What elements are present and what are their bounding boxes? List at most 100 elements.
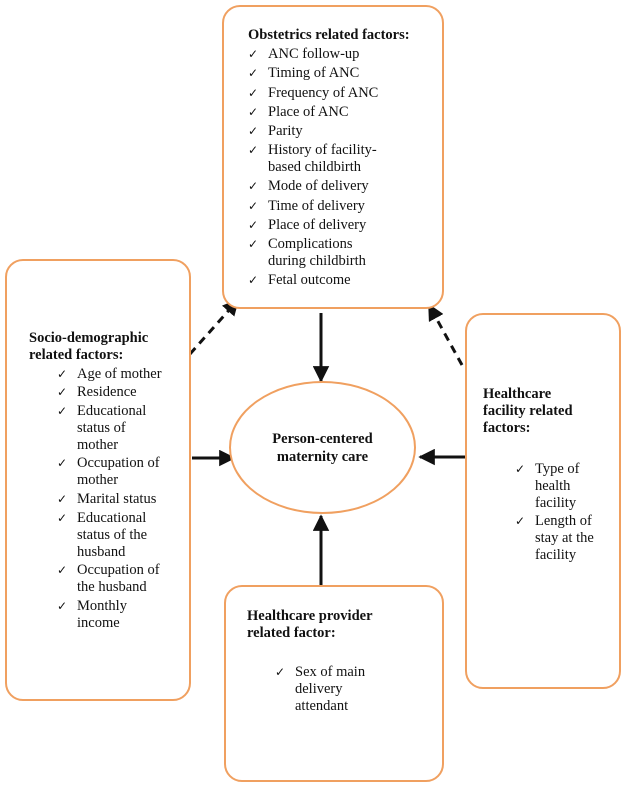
item-line: delivery [295,681,343,697]
obstetrics-title: Obstetrics related factors: [248,27,410,43]
check-mark-icon: ✓ [57,366,68,381]
check-mark-icon: ✓ [57,491,68,506]
title-line: Socio-demographic [29,330,149,346]
check-mark-icon: ✓ [248,47,259,62]
title-line: Healthcare provider [247,608,373,624]
list-item: ✓ History of facility-based childbirth [248,142,432,176]
dashed-arrow-facility-to-obstetrics [427,303,464,366]
check-mark-icon: ✓ [275,665,286,679]
item-label: Timing of ANC [268,65,360,82]
item-line: status of [77,419,126,436]
item-label: Fetal outcome [268,272,351,289]
check-mark-icon: ✓ [248,217,259,232]
check-mark-icon: ✓ [248,179,259,194]
list-item: ✓ Mode of delivery [248,178,432,195]
label-line: maternity care [276,448,369,465]
list-item: ✓Place of ANC [248,104,432,121]
check-mark-icon: ✓ [57,456,68,471]
check-mark-icon: ✓ [248,85,259,100]
check-mark-icon: ✓ [248,123,259,138]
title-line: related factor: [247,625,336,641]
item-line: income [77,614,120,631]
list-item: ✓Fetal outcome [248,272,432,289]
item-line: status of the [77,526,148,543]
item-label: Marital status [77,490,157,507]
item-line: mother [77,472,119,489]
check-mark-icon: ✓ [248,198,259,213]
item-line: Length of [535,513,592,529]
list-item: ✓ Age of mother [57,366,181,383]
item-line: attendant [295,698,349,714]
list-item: ✓ ANC follow-up [248,46,432,63]
list-item: ✓Timing of ANC [248,65,432,82]
label-line: Person-centered [272,430,373,447]
item-line: Educational [77,402,147,419]
item-label: ANC follow-up [268,46,360,63]
title-line: related factors: [29,347,124,363]
item-line: Occupation of [77,562,160,579]
title-line: factors: [483,420,531,436]
item-label: Parity [268,122,303,139]
check-mark-icon: ✓ [57,385,68,400]
obstetrics-list: ✓ANC follow-up ✓Timing of ANC ✓Frequency… [248,46,432,289]
item-line: stay at the [535,530,594,546]
item-line: husband [77,543,126,560]
item-label: Time of delivery [268,197,365,214]
list-item: ✓ Frequency of ANC [248,85,432,102]
check-mark-icon: ✓ [57,598,68,613]
list-item: ✓ Time of delivery [248,198,432,215]
item-label: History of facility-based childbirth [268,142,432,176]
title-line: facility related [483,403,573,419]
item-label: Frequency of ANC [268,84,379,101]
item-line: mother [77,436,119,453]
check-mark-icon: ✓ [57,403,68,418]
dashed-arrow-socio-to-obstetrics [188,298,240,355]
obstetrics-factors-box: Obstetrics related factors: ✓ ANC follow-… [222,5,444,309]
item-line: Monthly [77,597,127,614]
item-line: during childbirth [268,252,366,269]
item-label: Age of mother [77,365,162,382]
list-item: ✓Residence [57,384,181,401]
check-mark-icon: ✓ [515,462,526,476]
item-line: Complications [268,235,353,252]
item-line: facility [535,547,577,563]
list-item: ✓ Parity [248,123,432,140]
item-label: Place of ANC [268,103,349,120]
check-mark-icon: ✓ [515,514,526,528]
check-mark-icon: ✓ [248,143,259,158]
list-item: ✓ Marital status [57,491,181,508]
check-mark-icon: ✓ [57,510,68,525]
item-label: Place of delivery [268,216,367,233]
item-line: based childbirth [268,159,362,176]
item-line: Educational [77,509,147,526]
item-line: Occupation of [77,455,160,472]
check-mark-icon: ✓ [57,563,68,578]
item-line: Sex of main [295,664,366,680]
item-label: Mode of delivery [268,178,369,195]
list-item: ✓ Place of delivery [248,217,432,234]
